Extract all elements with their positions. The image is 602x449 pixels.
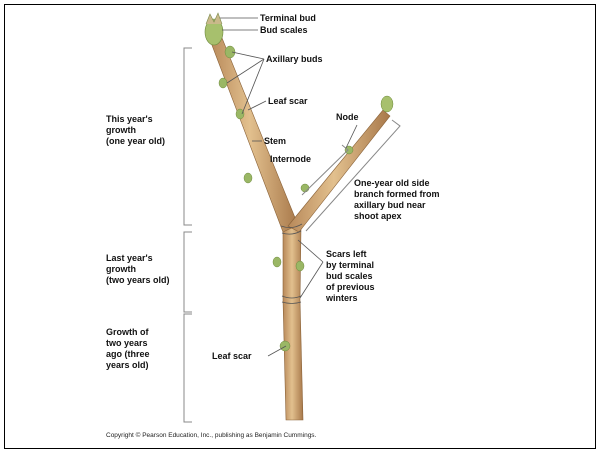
- svg-text:One-year old side: One-year old side: [354, 178, 430, 188]
- growth-last-year: Last year's growth (two years old): [106, 253, 170, 285]
- svg-text:of previous: of previous: [326, 282, 375, 292]
- svg-text:years old): years old): [106, 360, 149, 370]
- label-leaf-scar-lower: Leaf scar: [212, 351, 252, 361]
- label-axillary-buds: Axillary buds: [266, 54, 323, 64]
- svg-text:axillary bud near: axillary bud near: [354, 200, 426, 210]
- svg-text:Last year's: Last year's: [106, 253, 153, 263]
- svg-text:two years: two years: [106, 338, 148, 348]
- label-side-branch: One-year old side branch formed from axi…: [354, 178, 440, 221]
- svg-text:growth: growth: [106, 125, 136, 135]
- svg-text:This year's: This year's: [106, 114, 153, 124]
- label-stem: Stem: [264, 136, 286, 146]
- copyright-text: Copyright © Pearson Education, Inc., pub…: [106, 431, 317, 439]
- label-terminal-bud: Terminal bud: [260, 13, 316, 23]
- svg-text:ago (three: ago (three: [106, 349, 150, 359]
- label-leaf-scar-upper: Leaf scar: [268, 96, 308, 106]
- growth-this-year: This year's growth (one year old): [106, 114, 165, 146]
- label-node: Node: [336, 112, 359, 122]
- svg-text:growth: growth: [106, 264, 136, 274]
- label-scars-terminal: Scars left by terminal bud scales of pre…: [325, 249, 375, 303]
- svg-text:branch formed from: branch formed from: [354, 189, 440, 199]
- svg-text:Growth of: Growth of: [106, 327, 149, 337]
- labels: Terminal bud Bud scales Axillary buds Le…: [106, 13, 440, 439]
- svg-text:by terminal: by terminal: [326, 260, 374, 270]
- label-internode: Internode: [270, 154, 311, 164]
- svg-text:winters: winters: [325, 293, 358, 303]
- label-bud-scales: Bud scales: [260, 25, 308, 35]
- svg-text:bud scales: bud scales: [326, 271, 373, 281]
- svg-text:Scars left: Scars left: [326, 249, 367, 259]
- svg-text:(two years old): (two years old): [106, 275, 170, 285]
- svg-text:shoot apex: shoot apex: [354, 211, 402, 221]
- svg-text:(one year old): (one year old): [106, 136, 165, 146]
- growth-two-years-ago: Growth of two years ago (three years old…: [106, 327, 150, 370]
